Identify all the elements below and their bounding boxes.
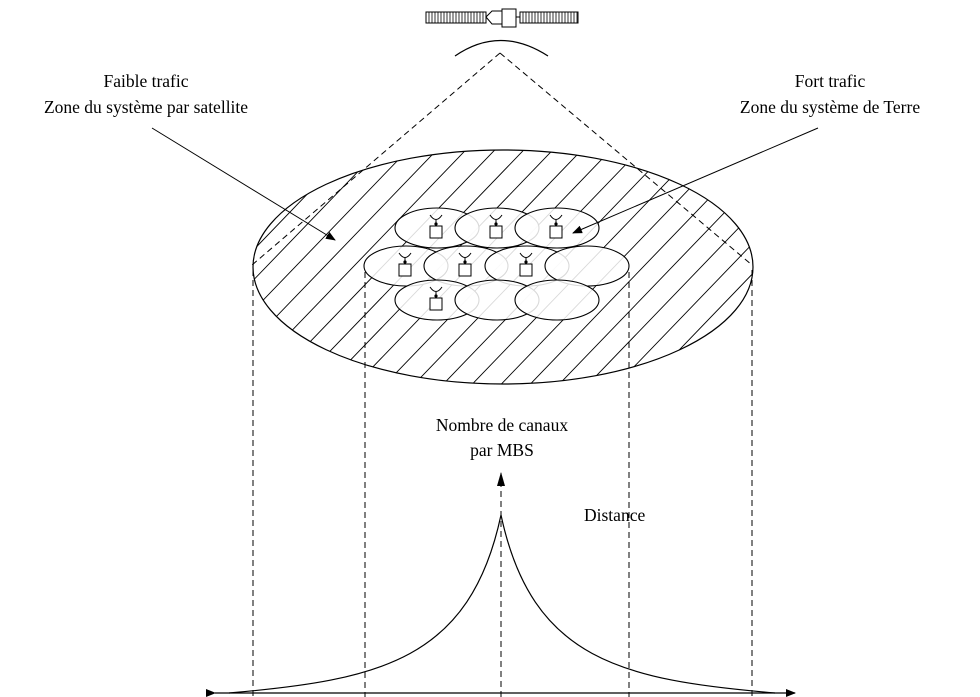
channel-distribution-graph [206,472,796,697]
base-station-icon [429,286,443,311]
terrestrial-zone-label: Zone du système de Terre [740,97,920,117]
low-traffic-label: Faible trafic [103,71,188,91]
channels-label: Nombre de canaux [436,415,568,435]
base-station-icon [458,252,472,277]
base-station-icon [398,252,412,277]
satellite-beam [251,52,753,266]
satellite-zone-label: Zone du système par satellite [44,97,248,117]
leader-arrows [151,127,819,241]
terrestrial-cells [363,207,630,321]
base-station-icon [489,214,503,239]
per-mbs-label: par MBS [470,440,534,460]
base-station-icon [549,214,563,239]
distance-label: Distance [584,505,645,525]
base-station-icon [519,252,533,277]
satellite-icon [425,8,579,57]
base-station-icon [429,214,443,239]
high-traffic-label: Fort trafic [795,71,866,91]
projection-lines [252,270,753,697]
